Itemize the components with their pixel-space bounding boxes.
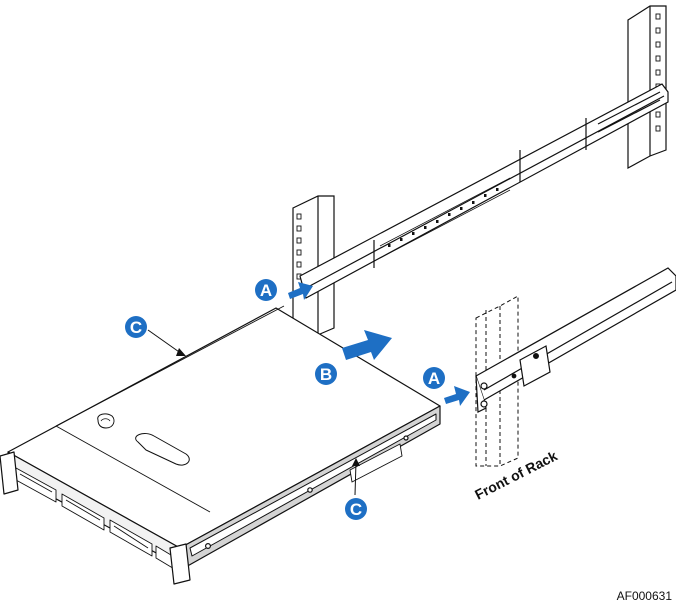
figure-id: AF000631 bbox=[617, 589, 672, 603]
arrow-b bbox=[342, 330, 392, 360]
right-slide-rail bbox=[476, 268, 676, 412]
callout-a-left: A bbox=[255, 279, 277, 301]
leader-c-top bbox=[148, 330, 182, 354]
svg-text:C: C bbox=[130, 318, 142, 337]
svg-text:A: A bbox=[428, 369, 440, 388]
callout-a-right: A bbox=[423, 367, 445, 389]
cover-latch bbox=[98, 414, 114, 428]
callout-c-top: C bbox=[125, 316, 147, 338]
rack-ear-right bbox=[170, 544, 190, 584]
svg-text:C: C bbox=[350, 500, 362, 519]
callout-c-bottom: C bbox=[345, 498, 367, 520]
svg-text:A: A bbox=[260, 281, 272, 300]
arrow-a-right bbox=[444, 386, 470, 406]
svg-text:B: B bbox=[320, 365, 332, 384]
front-of-rack-label: Front of Rack bbox=[472, 447, 560, 502]
left-slide-rail bbox=[300, 84, 668, 298]
callout-b: B bbox=[315, 363, 337, 385]
